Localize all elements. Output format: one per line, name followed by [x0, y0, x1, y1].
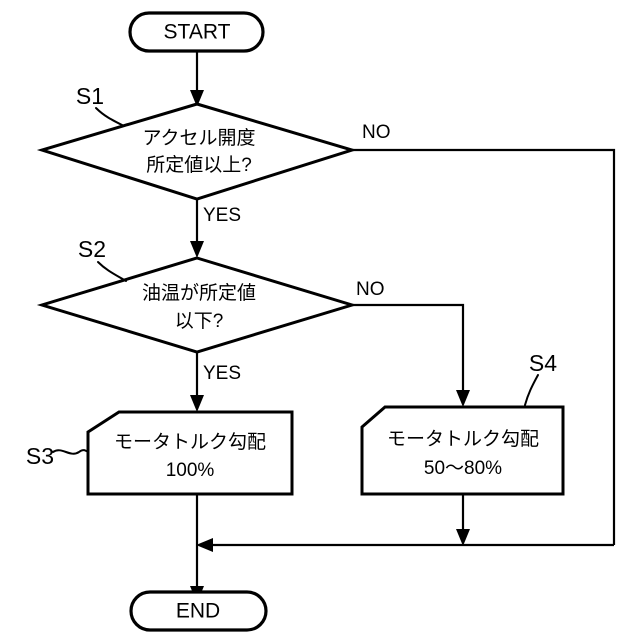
step-label-s1-leader — [95, 107, 125, 127]
connector-start-to-s1 — [190, 51, 204, 107]
branch-label-s1-no: NO — [362, 122, 391, 143]
node-s3-line2: 100% — [166, 460, 215, 481]
connector-s2-no-to-s4 — [352, 303, 470, 407]
node-s3-process[interactable]: モータトルク勾配 100% — [86, 410, 294, 496]
node-start-label: START — [164, 21, 231, 44]
connector-s4-to-merge — [456, 494, 470, 546]
node-s2-line1: 油温が所定値 — [142, 282, 256, 304]
step-label-s3: S3 — [26, 443, 54, 469]
connector-s3-to-end — [190, 494, 204, 603]
branch-label-s2-yes: YES — [203, 363, 241, 384]
node-s2-decision[interactable]: 油温が所定値 以下? — [36, 256, 358, 354]
node-s1-line1: アクセル開度 — [142, 127, 255, 149]
node-end-label: END — [176, 600, 220, 623]
node-s4-line2: 50〜80% — [424, 458, 502, 479]
node-s4-process[interactable]: モータトルク勾配 50〜80% — [360, 405, 565, 496]
node-s1-decision[interactable]: アクセル開度 所定値以上? — [36, 102, 358, 201]
connector-s2-yes-to-s3 — [190, 353, 204, 412]
connector-merge-line — [196, 538, 614, 552]
node-s3-line1: モータトルク勾配 — [114, 431, 266, 453]
step-label-s4: S4 — [529, 350, 557, 376]
step-label-s2: S2 — [78, 236, 106, 262]
node-s2-line2: 以下? — [175, 311, 224, 332]
connector-s1-no-to-merge — [352, 148, 616, 545]
branch-label-s1-yes: YES — [203, 205, 241, 226]
connector-s1-yes-to-s2 — [190, 200, 204, 258]
step-label-s4-leader — [524, 374, 539, 406]
branch-label-s2-no: NO — [356, 279, 385, 300]
node-s1-line2: 所定値以上? — [146, 154, 252, 176]
step-label-s2-leader — [97, 261, 127, 282]
node-s4-line1: モータトルク勾配 — [387, 428, 539, 450]
step-label-s1: S1 — [76, 83, 104, 109]
node-end[interactable]: END — [129, 590, 268, 632]
node-start[interactable]: START — [128, 11, 265, 53]
step-label-s3-leader — [52, 449, 89, 455]
